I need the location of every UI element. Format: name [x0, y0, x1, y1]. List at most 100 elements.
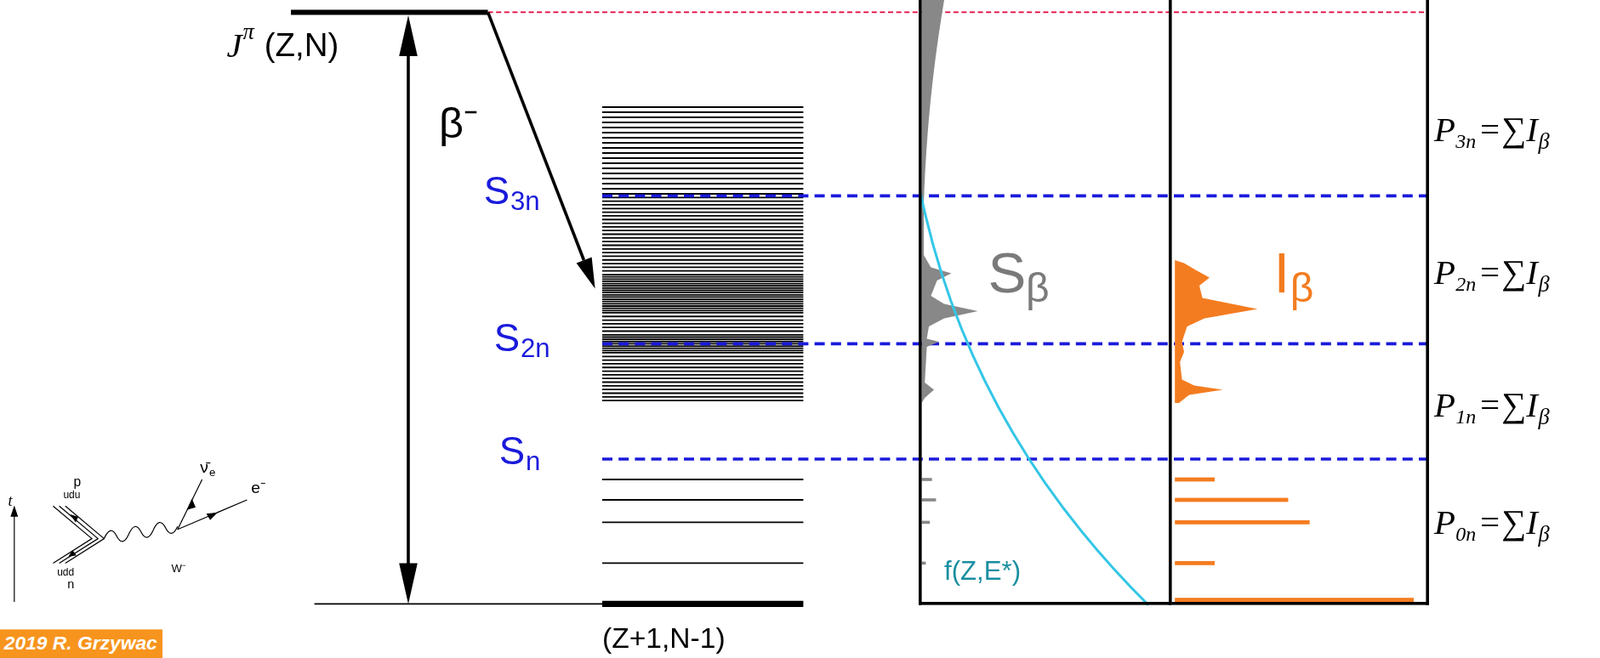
- energy-level: [602, 291, 803, 294]
- feeding-panel: Iβ: [1172, 0, 1430, 606]
- probability-label: =∑I: [1478, 112, 1538, 148]
- nucleus-label: (Z,N): [264, 28, 339, 62]
- fermi-curve: [920, 193, 1149, 606]
- energy-level: [602, 222, 803, 225]
- probability-label: β: [1537, 273, 1549, 297]
- feeding-profile: [1174, 260, 1258, 404]
- credit-box: 2019 R. Grzywac: [0, 629, 163, 658]
- energy-level: [602, 240, 803, 243]
- energy-level: [602, 211, 803, 214]
- energy-level: [602, 131, 803, 134]
- probability-label: =∑I: [1478, 387, 1538, 423]
- energy-level: [602, 377, 803, 380]
- strength-panel: Sβf(Z,E*): [918, 0, 1173, 606]
- energy-level: [602, 126, 803, 129]
- energy-level: [602, 388, 803, 391]
- strength-profile: [922, 0, 979, 404]
- energy-level: [602, 349, 803, 352]
- probability-label: P: [1434, 112, 1456, 148]
- energy-level: [602, 290, 803, 292]
- energy-level: [602, 399, 803, 402]
- panel-label: β: [1290, 267, 1315, 308]
- spin-parity: π: [243, 20, 255, 43]
- energy-level: [602, 116, 803, 119]
- energy-level: [602, 229, 803, 232]
- energy-level: [602, 142, 803, 144]
- probability-label: 3n: [1455, 130, 1476, 152]
- energy-level: [602, 366, 803, 369]
- arrow-head: [398, 15, 418, 57]
- threshold-label: 3n: [510, 187, 541, 215]
- level-scheme: [602, 107, 803, 564]
- energy-level: [602, 273, 803, 276]
- energy-level: [602, 267, 803, 269]
- energy-level: [602, 319, 803, 322]
- energy-level: [602, 334, 803, 336]
- energy-level: [602, 244, 803, 247]
- energy-level: [602, 259, 803, 262]
- arrow-head: [398, 563, 418, 604]
- energy-level: [602, 381, 803, 384]
- energy-level: [602, 522, 803, 524]
- energy-level: [602, 280, 803, 283]
- energy-level: [602, 136, 803, 139]
- boson-label: W⁻: [171, 563, 187, 575]
- energy-level: [602, 284, 803, 287]
- particle-label: n: [67, 578, 75, 591]
- energy-level: [602, 355, 803, 358]
- energy-level: [602, 187, 803, 190]
- probability-label: β: [1537, 523, 1549, 547]
- beta-arrow: [488, 11, 585, 261]
- feynman-diagram: [11, 479, 247, 603]
- energy-level: [602, 370, 803, 373]
- panel-label: β: [1025, 267, 1050, 308]
- energy-level: [602, 315, 803, 318]
- threshold-label: n: [525, 448, 541, 475]
- q-arrow: [406, 51, 410, 570]
- energy-level: [602, 385, 803, 388]
- energy-level: [602, 172, 803, 175]
- q-value-line: [488, 11, 1430, 14]
- energy-level: [602, 563, 803, 565]
- energy-level: [602, 200, 803, 203]
- energy-level: [602, 323, 803, 325]
- energy-level: [602, 237, 803, 240]
- energy-level: [602, 298, 803, 301]
- particle-label: e⁻: [250, 479, 266, 496]
- energy-level: [602, 270, 803, 273]
- energy-level: [602, 283, 803, 285]
- threshold-label: S: [499, 432, 525, 472]
- energy-level: [602, 121, 803, 124]
- spin-parity: J: [226, 28, 242, 64]
- energy-level: [602, 251, 803, 254]
- feeding-bars: [1174, 478, 1414, 605]
- threshold-label: S: [483, 171, 510, 211]
- energy-level: [602, 347, 803, 350]
- particle-label: e: [209, 467, 216, 479]
- probability-label: P: [1434, 255, 1456, 291]
- energy-level: [602, 345, 803, 348]
- energy-level: [602, 396, 803, 399]
- panel-label: I: [1274, 244, 1291, 302]
- energy-level: [602, 256, 803, 258]
- energy-level: [602, 218, 803, 221]
- particle-label: ν̄: [199, 459, 209, 476]
- probability-label: 2n: [1455, 273, 1476, 295]
- energy-level: [602, 204, 803, 206]
- threshold-label: S: [494, 318, 520, 358]
- energy-level: [602, 296, 803, 299]
- probability-label: =∑I: [1478, 255, 1538, 291]
- energy-level: [602, 302, 803, 305]
- energy-level: [602, 182, 803, 185]
- energy-level: [602, 276, 803, 279]
- strength-ticks: [922, 479, 937, 564]
- panel-label: S: [988, 244, 1027, 302]
- energy-level: [602, 499, 803, 502]
- energy-level: [602, 111, 803, 114]
- energy-level: [602, 352, 803, 354]
- probability-label: P: [1434, 387, 1456, 423]
- energy-level: [602, 177, 803, 180]
- energy-level: [602, 359, 803, 362]
